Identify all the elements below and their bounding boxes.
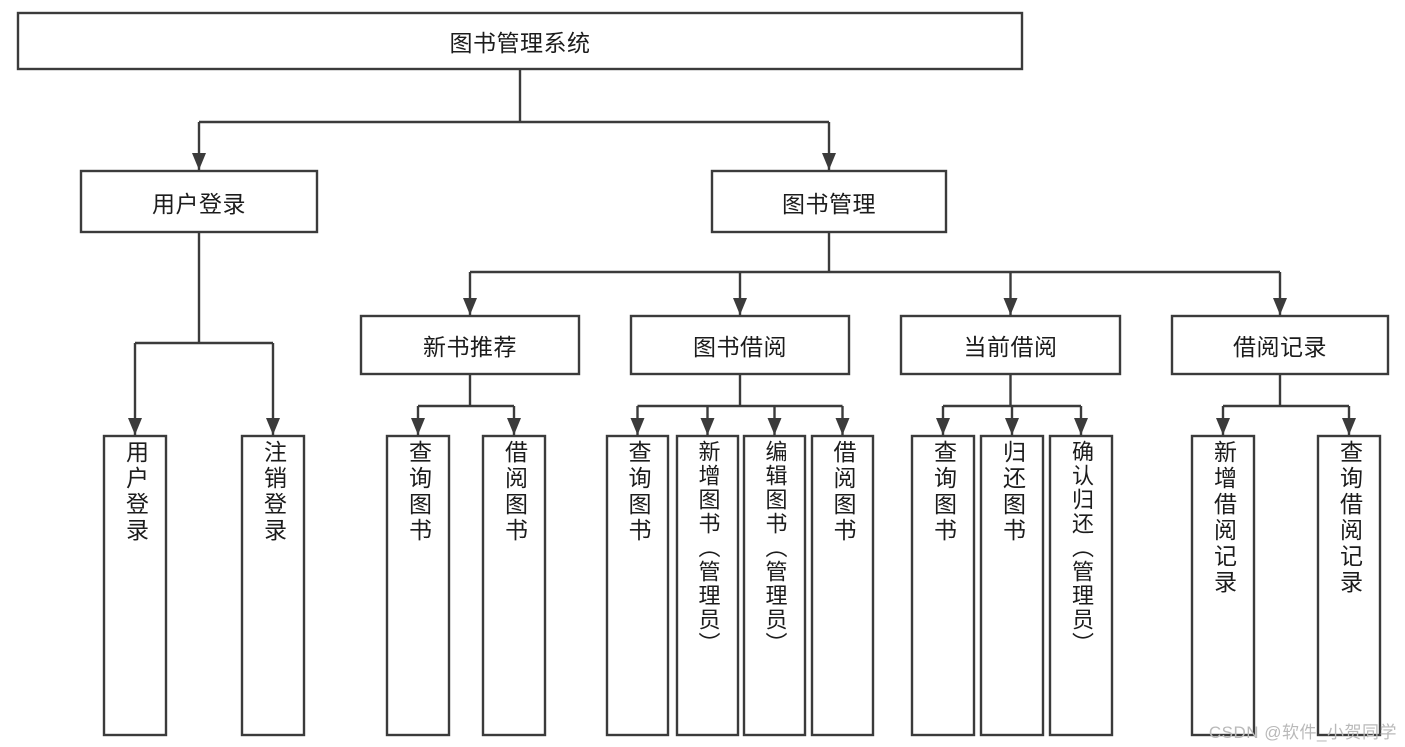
arrow-head-icon (1216, 418, 1230, 435)
node-box-record-query[interactable] (1316, 434, 1382, 737)
node-box-book-manage[interactable] (710, 169, 948, 234)
node-box-borrow-add-book[interactable] (675, 434, 740, 737)
node-box-record-add[interactable] (1190, 434, 1256, 737)
node-box-current-return-book[interactable] (979, 434, 1045, 737)
arrow-head-icon (936, 418, 950, 435)
connectors-layer (128, 69, 1356, 435)
arrow-head-icon (128, 418, 142, 435)
node-box-book-borrow[interactable] (629, 314, 851, 376)
arrow-head-icon (463, 298, 477, 315)
arrow-head-icon (822, 153, 836, 170)
arrow-head-icon (733, 298, 747, 315)
arrow-head-icon (266, 418, 280, 435)
arrow-head-icon (700, 418, 715, 435)
node-box-recommend-query-book[interactable] (385, 434, 451, 737)
arrow-head-icon (507, 418, 521, 435)
arrow-head-icon (1074, 418, 1088, 435)
node-box-root[interactable] (16, 11, 1024, 71)
node-box-user-login[interactable] (79, 169, 319, 234)
node-box-borrow-record[interactable] (1170, 314, 1390, 376)
arrow-head-icon (767, 418, 782, 435)
node-box-borrow-query-book[interactable] (605, 434, 670, 737)
arrow-head-icon (1003, 298, 1018, 315)
node-box-current-query-book[interactable] (910, 434, 976, 737)
watermark-text: CSDN @软件_小贺同学 (1208, 723, 1397, 742)
boxes-layer (16, 11, 1390, 737)
arrow-head-icon (1005, 418, 1019, 435)
node-box-new-book-recommend[interactable] (359, 314, 581, 376)
arrow-head-icon (835, 418, 850, 435)
node-box-current-borrow[interactable] (899, 314, 1122, 376)
arrow-head-icon (411, 418, 425, 435)
node-box-user-login-leaf[interactable] (102, 434, 168, 737)
arrow-head-icon (1342, 418, 1356, 435)
node-box-current-confirm-return[interactable] (1048, 434, 1114, 737)
arrow-head-icon (192, 153, 206, 170)
node-box-borrow-borrow-book[interactable] (810, 434, 875, 737)
node-box-recommend-borrow-book[interactable] (481, 434, 547, 737)
node-box-user-logout-leaf[interactable] (240, 434, 306, 737)
arrow-head-icon (1273, 298, 1287, 315)
node-box-borrow-edit-book[interactable] (742, 434, 807, 737)
arrow-head-icon (630, 418, 645, 435)
